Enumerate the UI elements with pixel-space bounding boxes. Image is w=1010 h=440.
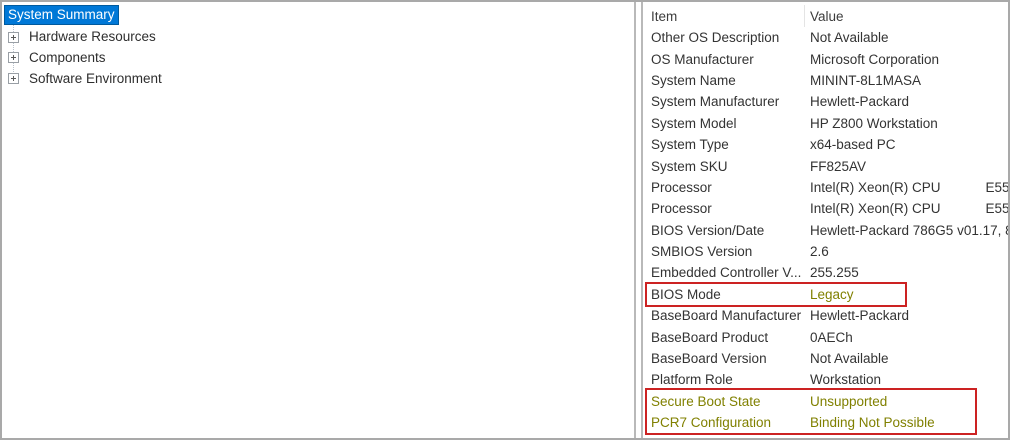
item-cell: BaseBoard Manufacturer [651,308,802,324]
table-row[interactable]: PCR7 Configuration Binding Not Possible [643,412,1008,433]
value-cell: Intel(R) Xeon(R) CPU E5506 [810,201,1008,217]
table-row[interactable]: System SKU FF825AV [643,155,1008,176]
table-row[interactable]: System Model HP Z800 Workstation [643,113,1008,134]
details-pane: Item Value Other OS Description Not Avai… [641,2,1008,438]
item-cell: System Manufacturer [651,94,780,110]
item-cell: Processor [651,179,712,195]
item-cell: SMBIOS Version [651,244,753,260]
expand-plus-icon[interactable] [8,73,19,85]
pane-splitter[interactable] [636,2,641,438]
item-cell: Processor [651,201,712,217]
value-cell: FF825AV [810,158,867,174]
item-cell: System Type [651,137,729,153]
table-row[interactable]: System Type x64-based PC [643,134,1008,155]
value-cell: Hewlett-Packard 786G5 v01.17, 8/ [810,222,1008,238]
column-header-value[interactable]: Value [810,8,844,24]
item-cell: System Model [651,115,737,131]
value-cell: HP Z800 Workstation [810,115,938,131]
table-row[interactable]: BaseBoard Version Not Available [643,348,1008,369]
value-cell: Unsupported [810,393,888,409]
value-cell: Intel(R) Xeon(R) CPU E5506 [810,179,1008,195]
value-cell: Not Available [810,30,889,46]
category-tree: System Summary Hardware Resources Compon… [2,2,634,89]
item-cell: System Name [651,72,736,88]
tree-item-hardware-resources[interactable]: Hardware Resources [5,27,634,48]
item-cell: PCR7 Configuration [651,415,772,431]
expand-plus-icon[interactable] [8,31,19,43]
table-row[interactable]: BaseBoard Manufacturer Hewlett-Packard [643,305,1008,326]
item-cell: System SKU [651,158,728,174]
item-cell: BaseBoard Product [651,329,769,345]
table-row[interactable]: Embedded Controller V... 255.255 [643,262,1008,283]
tree-item-label: Software Environment [29,70,162,86]
value-cell: 2.6 [810,244,829,260]
expand-plus-icon[interactable] [8,52,19,64]
value-cell: 255.255 [810,265,859,281]
table-row[interactable]: SMBIOS Version 2.6 [643,241,1008,262]
table-row[interactable]: Secure Boot State Unsupported [643,391,1008,412]
table-row[interactable]: OS Manufacturer Microsoft Corporation [643,48,1008,69]
table-row[interactable]: BIOS Version/Date Hewlett-Packard 786G5 … [643,220,1008,241]
value-cell: MININT-8L1MASA [810,72,922,88]
value-cell: Hewlett-Packard [810,308,910,324]
tree-item-components[interactable]: Components [5,48,634,69]
item-cell: Secure Boot State [651,393,761,409]
table-row[interactable]: Other OS Description Not Available [643,27,1008,48]
table-row[interactable]: Platform Role Workstation [643,369,1008,390]
column-header-item[interactable]: Item [651,5,805,27]
item-cell: Embedded Controller V... [651,265,802,281]
table-row[interactable]: System Manufacturer Hewlett-Packard [643,91,1008,112]
tree-item-label: Hardware Resources [29,29,156,45]
value-cell: Microsoft Corporation [810,51,940,67]
item-cell: Platform Role [651,372,733,388]
value-cell: Binding Not Possible [810,415,935,431]
table-row[interactable]: BIOS Mode Legacy [643,284,1008,305]
tree-item-software-environment[interactable]: Software Environment [5,68,634,89]
tree-item-label: Components [29,49,106,65]
table-row[interactable]: Processor Intel(R) Xeon(R) CPU E5506 [643,177,1008,198]
item-cell: BIOS Mode [651,286,721,302]
category-tree-pane: System Summary Hardware Resources Compon… [2,2,636,438]
tree-item-system-summary[interactable]: System Summary [4,5,634,26]
value-cell: x64-based PC [810,137,896,153]
value-cell: Not Available [810,351,889,367]
value-cell: Workstation [810,372,882,388]
value-cell: 0AECh [810,329,853,345]
table-row[interactable]: BaseBoard Product 0AECh [643,326,1008,347]
value-cell: Hewlett-Packard [810,94,910,110]
item-cell: BaseBoard Version [651,351,767,367]
details-rows: Other OS Description Not Available OS Ma… [643,27,1008,433]
details-header-row: Item Value [643,5,1008,27]
tree-item-label: System Summary [4,5,119,26]
table-row[interactable]: System Name MININT-8L1MASA [643,70,1008,91]
item-cell: Other OS Description [651,30,780,46]
item-cell: BIOS Version/Date [651,222,765,238]
item-cell: OS Manufacturer [651,51,754,67]
value-cell: Legacy [810,286,854,302]
table-row[interactable]: Processor Intel(R) Xeon(R) CPU E5506 [643,198,1008,219]
